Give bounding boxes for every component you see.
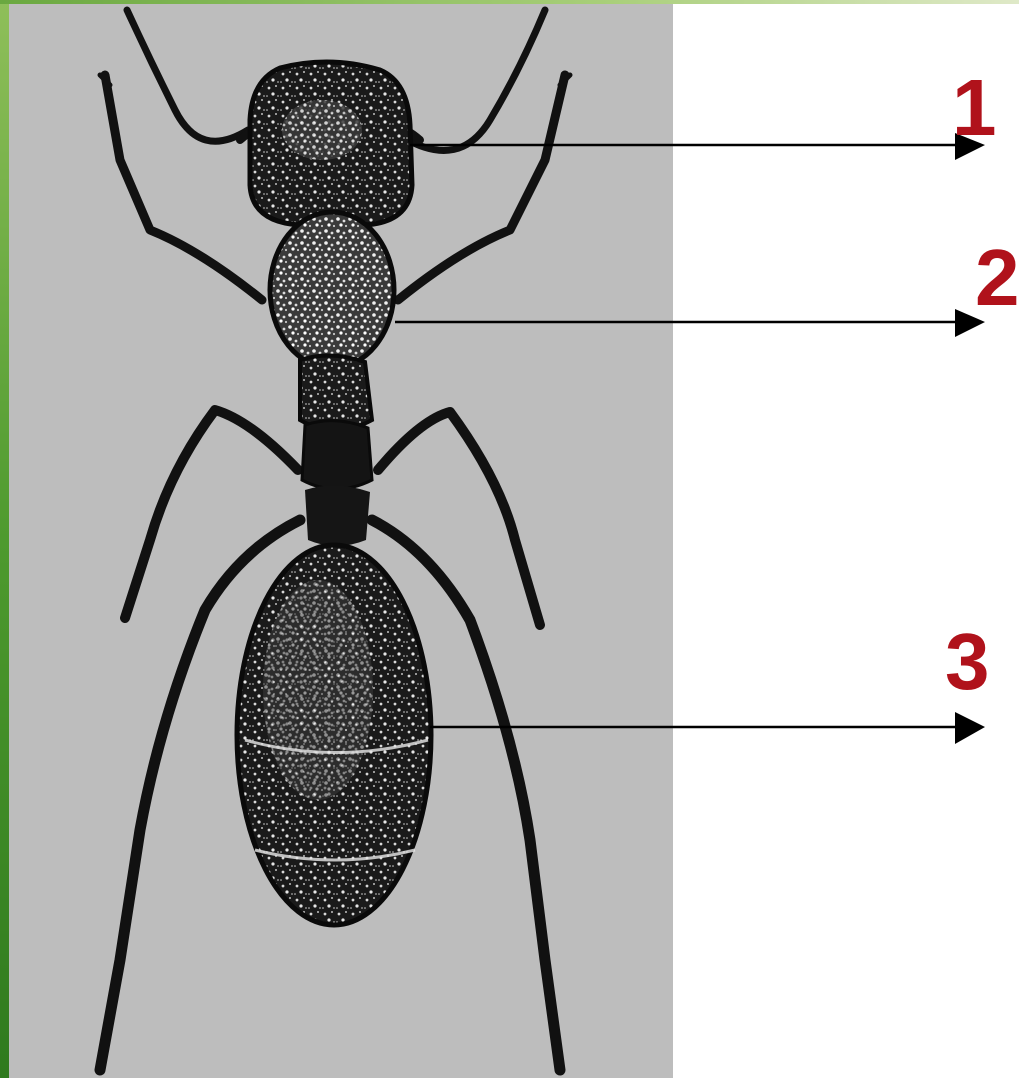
arrow-2 [395,309,985,337]
ant-thorax [270,212,394,368]
arrow-1 [410,133,985,160]
label-part-3: 3 [945,622,990,702]
ant-illustration [100,10,570,1070]
label-part-1: 1 [952,68,997,148]
label-part-2: 2 [975,238,1019,318]
ant-petiole [305,485,370,546]
